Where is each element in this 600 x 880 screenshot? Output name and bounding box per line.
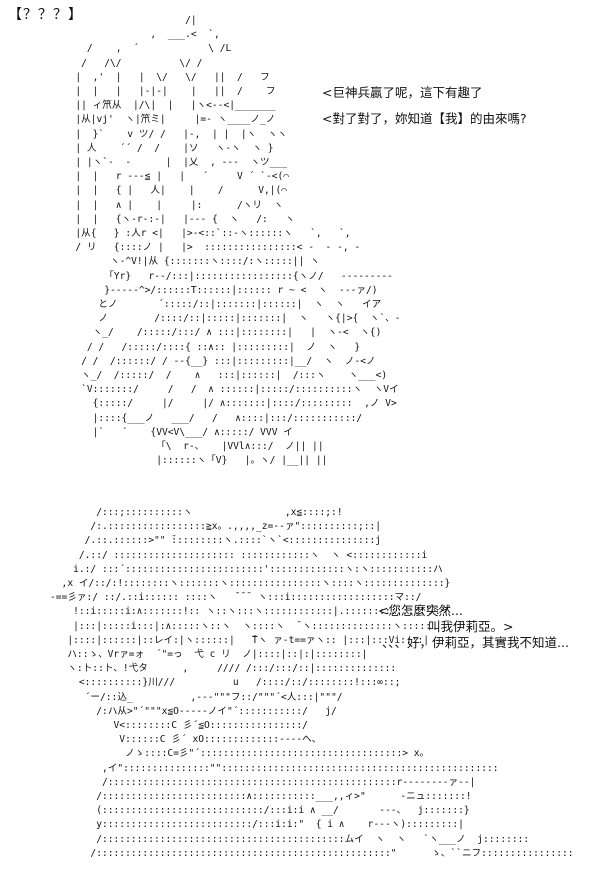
speech-open-mark: < (322, 85, 333, 100)
speech-line-bottom-1: <您怎麼突然... (378, 600, 463, 619)
speech-open-mark: < (378, 603, 389, 618)
speech-text: 巨神兵贏了呢，這下有趣了 (332, 85, 483, 100)
speech-line-bottom-3: 、、、好，伊莉亞，其實我不知道... (382, 632, 569, 651)
speaker-heading: 【？？？】 (8, 7, 83, 23)
speech-text: 叫我伊莉亞。 (428, 619, 504, 634)
speech-text: 好，伊莉亞，其實我不知道... (407, 635, 569, 650)
speech-lead-mark: 、、、 (382, 635, 408, 650)
speech-line-top-2: <對了對了，妳知道【我】的由來嗎? (322, 108, 527, 127)
speech-close-mark: > (503, 619, 514, 634)
ascii-art-top-character: /| , ___.< `, / , ´ \ /L / /\/ \/ / | ,'… (75, 15, 401, 467)
speech-line-top-1: <巨神兵贏了呢，這下有趣了 (322, 82, 483, 101)
speech-line-bottom-2: 叫我伊莉亞。> (428, 616, 514, 635)
ascii-art-bottom-character: /:::;::::::::::ヽ ,x≦::::;:! /:.:::::::::… (50, 507, 574, 859)
speech-open-mark: < (322, 111, 333, 126)
speech-text: 您怎麼突然... (388, 603, 463, 618)
speech-text: 對了對了，妳知道【我】的由來嗎? (332, 111, 527, 126)
